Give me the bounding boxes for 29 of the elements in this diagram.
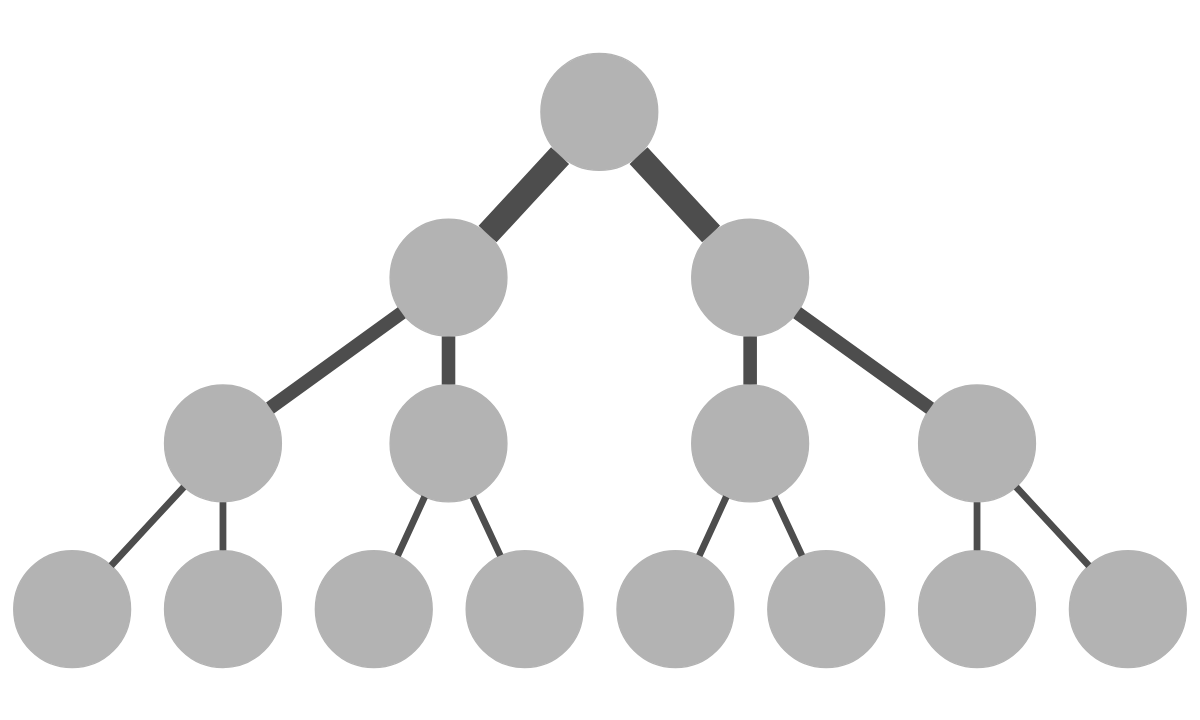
connector (696, 494, 730, 557)
node-circle (465, 549, 584, 668)
connector (219, 501, 227, 550)
node-circle (917, 549, 1037, 668)
connector (973, 501, 981, 550)
node-circle (13, 549, 132, 668)
connector (266, 306, 406, 413)
node-circle (1068, 549, 1187, 668)
node-circle (691, 218, 810, 337)
node-circle (540, 52, 659, 171)
connector (478, 146, 570, 242)
connector (394, 494, 428, 557)
connector (108, 484, 187, 568)
node-circle (691, 383, 810, 502)
connector (793, 306, 935, 414)
node-circle (163, 549, 283, 668)
connector (771, 494, 805, 557)
connector (469, 494, 504, 557)
connector (1013, 484, 1092, 568)
connector (743, 335, 757, 384)
node-circle (163, 383, 283, 502)
node-circle (616, 549, 735, 668)
node-circle (389, 383, 508, 502)
node-circle (389, 218, 508, 337)
node-circle (314, 549, 433, 668)
connector (629, 146, 721, 242)
connector (441, 335, 456, 384)
node-circle (917, 383, 1037, 502)
node-circle (767, 549, 886, 668)
